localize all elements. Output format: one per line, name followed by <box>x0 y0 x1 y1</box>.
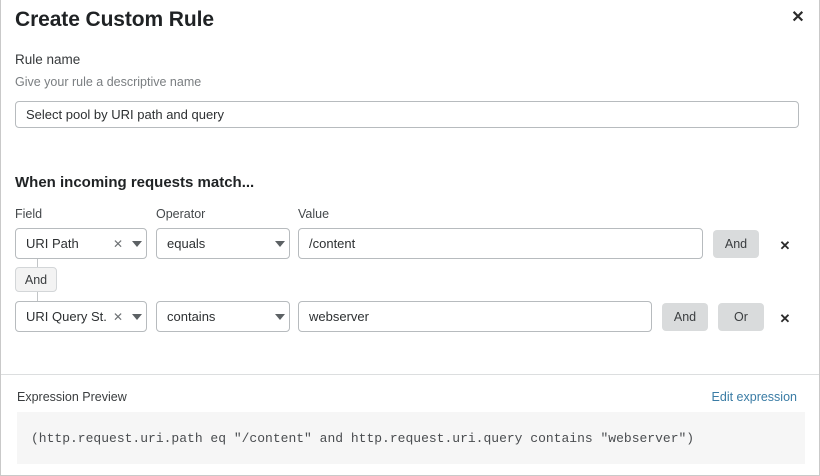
operator-select-row-2[interactable]: contains <box>156 301 290 332</box>
rule-name-input[interactable] <box>15 101 799 128</box>
close-icon[interactable]: ✕ <box>791 9 805 26</box>
expression-preview-code: (http.request.uri.path eq "/content" and… <box>31 430 695 446</box>
conditions-heading: When incoming requests match... <box>15 174 255 191</box>
value-input-row-2[interactable] <box>298 301 652 332</box>
chevron-down-icon[interactable] <box>271 240 289 247</box>
chevron-down-icon[interactable] <box>128 313 146 320</box>
field-select-value-row-2: URI Query St... <box>26 309 108 324</box>
or-button-row-2[interactable]: Or <box>718 303 764 331</box>
column-header-field: Field <box>15 207 43 221</box>
rule-name-description: Give your rule a descriptive name <box>15 75 202 89</box>
chevron-down-icon[interactable] <box>128 240 146 247</box>
connector-line-bottom <box>37 292 38 301</box>
field-select-value-row-1: URI Path <box>26 236 79 251</box>
column-header-value: Value <box>298 207 330 221</box>
edit-expression-link[interactable]: Edit expression <box>711 390 797 404</box>
dialog-title: Create Custom Rule <box>15 8 214 31</box>
and-button-row-2[interactable]: And <box>662 303 708 331</box>
delete-row-2-icon[interactable]: ✕ <box>779 310 791 326</box>
column-header-operator: Operator <box>156 207 206 221</box>
field-select-row-1[interactable]: URI Path ✕ <box>15 228 147 259</box>
field-select-row-2[interactable]: URI Query St... ✕ <box>15 301 147 332</box>
operator-select-value-row-2: contains <box>167 309 216 324</box>
chevron-down-icon[interactable] <box>271 313 289 320</box>
connector-line-top <box>37 259 38 268</box>
clear-icon[interactable]: ✕ <box>112 236 123 251</box>
and-button-row-1[interactable]: And <box>713 230 759 258</box>
operator-select-value-row-1: equals <box>167 236 206 251</box>
value-input-row-1[interactable] <box>298 228 703 259</box>
clear-icon[interactable]: ✕ <box>112 309 123 324</box>
delete-row-1-icon[interactable]: ✕ <box>779 237 791 253</box>
expression-preview-label: Expression Preview <box>17 390 127 404</box>
rule-name-label: Rule name <box>15 52 81 67</box>
section-divider <box>1 374 819 375</box>
group-operator-badge[interactable]: And <box>15 267 57 292</box>
operator-select-row-1[interactable]: equals <box>156 228 290 259</box>
expression-preview-box: (http.request.uri.path eq "/content" and… <box>17 412 805 464</box>
